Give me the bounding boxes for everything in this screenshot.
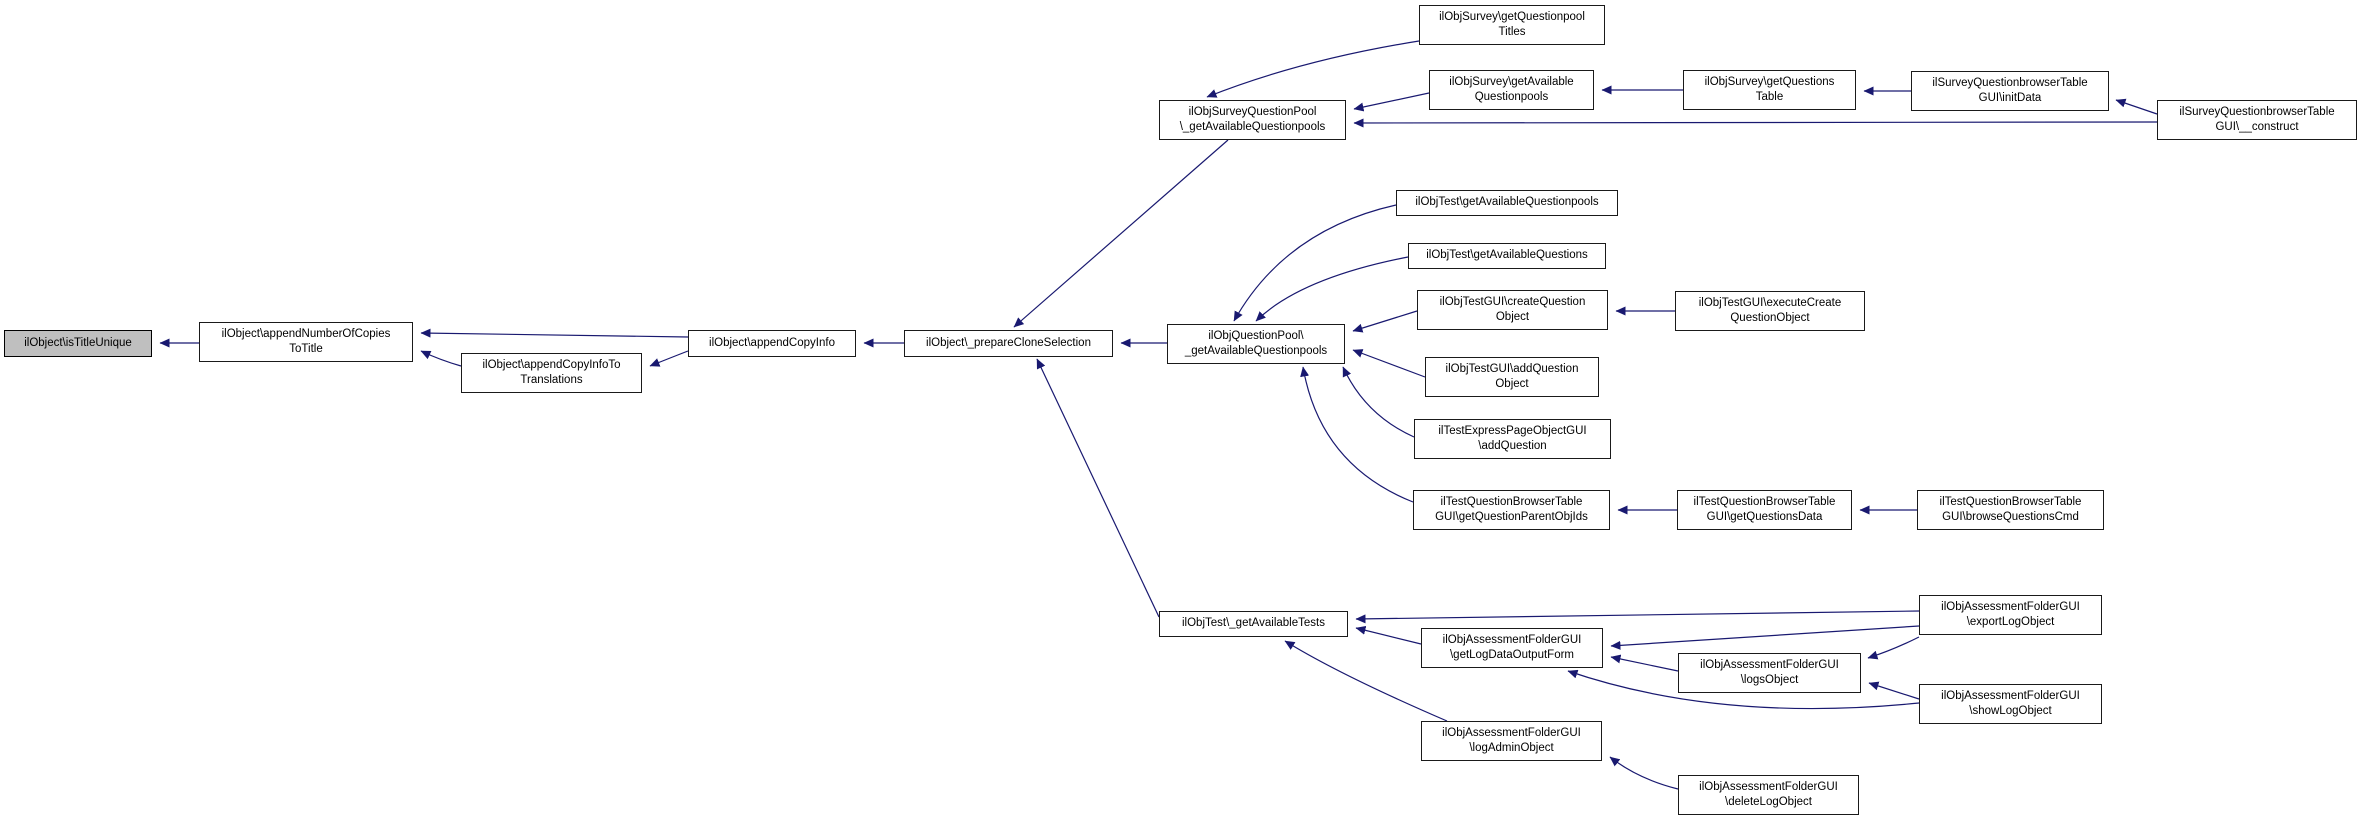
edge [1355,625,1422,645]
node-ilobjquestionpool-getavailablequestionpools[interactable]: ilObjQuestionPool\ _getAvailableQuestion… [1167,324,1345,364]
node-ilobjtestgui-addquestionobject[interactable]: ilObjTestGUI\addQuestion Object [1425,357,1599,397]
node-ilobjsurvey-getquestionstable[interactable]: ilObjSurvey\getQuestions Table [1683,70,1856,110]
node-ilobject-appendnumberofcopiestotitle[interactable]: ilObject\appendNumberOfCopies ToTitle [199,322,413,362]
node-ilobjsurveyquestionpool-getavailablequestionpools[interactable]: ilObjSurveyQuestionPool \_getAvailableQu… [1159,100,1346,140]
node-iltestquestionbrowsertablegui-getquestionparentobjids[interactable]: ilTestQuestionBrowserTable GUI\getQuesti… [1413,490,1610,530]
edge [1352,349,1426,378]
edge [1610,625,1920,650]
edge [1353,92,1430,112]
node-ilobjassessmentfoldergui-logadminobject[interactable]: ilObjAssessmentFolderGUI \logAdminObject [1421,721,1602,761]
edge [420,328,689,338]
edge [1353,118,2158,128]
edge [420,350,462,367]
node-ilobjtestgui-createquestionobject[interactable]: ilObjTestGUI\createQuestion Object [1417,290,1608,330]
edge [1867,636,1920,660]
node-ilobject-preparecloneselection[interactable]: ilObject\_prepareCloneSelection [904,330,1113,357]
edge [1355,610,1920,624]
node-ilobject-appendcopyinfo[interactable]: ilObject\appendCopyInfo [688,330,856,357]
edge [649,350,689,367]
edge [1610,654,1679,672]
node-ilobjassessmentfoldergui-exportlogobject[interactable]: ilObjAssessmentFolderGUI \exportLogObjec… [1919,595,2102,635]
edge [1868,681,1920,700]
node-iltestexpresspageobjectgui-addquestion[interactable]: ilTestExpressPageObjectGUI \addQuestion [1414,419,1611,459]
node-iltestquestionbrowsertablegui-browsequestionscmd[interactable]: ilTestQuestionBrowserTable GUI\browseQue… [1917,490,2104,530]
node-iltestquestionbrowsertablegui-getquestionsdata[interactable]: ilTestQuestionBrowserTable GUI\getQuesti… [1677,490,1852,530]
node-ilobjtestgui-executecreatequestionobject[interactable]: ilObjTestGUI\executeCreate QuestionObjec… [1675,291,1865,331]
node-ilobjsurvey-getquestionpooltitles[interactable]: ilObjSurvey\getQuestionpool Titles [1419,5,1605,45]
edge [1609,756,1679,790]
edge [1013,139,1229,328]
node-ilobjassessmentfoldergui-showlogobject[interactable]: ilObjAssessmentFolderGUI \showLogObject [1919,684,2102,724]
node-ilobjassessmentfoldergui-deletelogobject[interactable]: ilObjAssessmentFolderGUI \deleteLogObjec… [1678,775,1859,815]
edge [1233,204,1397,322]
node-ilobjtest-getavailablequestionpools[interactable]: ilObjTest\getAvailableQuestionpools [1396,190,1618,216]
node-ilobject-appendcopyinfototranslations[interactable]: ilObject\appendCopyInfoTo Translations [461,353,642,393]
edges [159,40,2158,790]
edge [1342,366,1415,438]
node-ilobjassessmentfoldergui-getlogdataoutputform[interactable]: ilObjAssessmentFolderGUI \getLogDataOutp… [1421,628,1603,668]
edge [1567,669,1920,710]
edge [1206,40,1420,98]
node-ilobjtest-getavailablequestions[interactable]: ilObjTest\getAvailableQuestions [1408,243,1606,269]
edge [1255,256,1409,322]
edge [1036,358,1160,618]
node-ilobject-istitleunique: ilObject\isTitleUnique [4,330,152,357]
edge [1300,366,1414,503]
edge [1284,640,1448,722]
node-ilobjassessmentfoldergui-logsobject[interactable]: ilObjAssessmentFolderGUI \logsObject [1678,653,1861,693]
edge [1352,310,1418,333]
node-ilsurveyquestionbrowsertablegui-construct[interactable]: ilSurveyQuestionbrowserTable GUI\__const… [2157,100,2357,140]
node-ilsurveyquestionbrowsertablegui-initdata[interactable]: ilSurveyQuestionbrowserTable GUI\initDat… [1911,71,2109,111]
edge [2115,98,2158,115]
node-ilobjsurvey-getavailablequestionpools[interactable]: ilObjSurvey\getAvailable Questionpools [1429,70,1594,110]
node-ilobjtest-getavailabletests[interactable]: ilObjTest\_getAvailableTests [1159,611,1348,637]
